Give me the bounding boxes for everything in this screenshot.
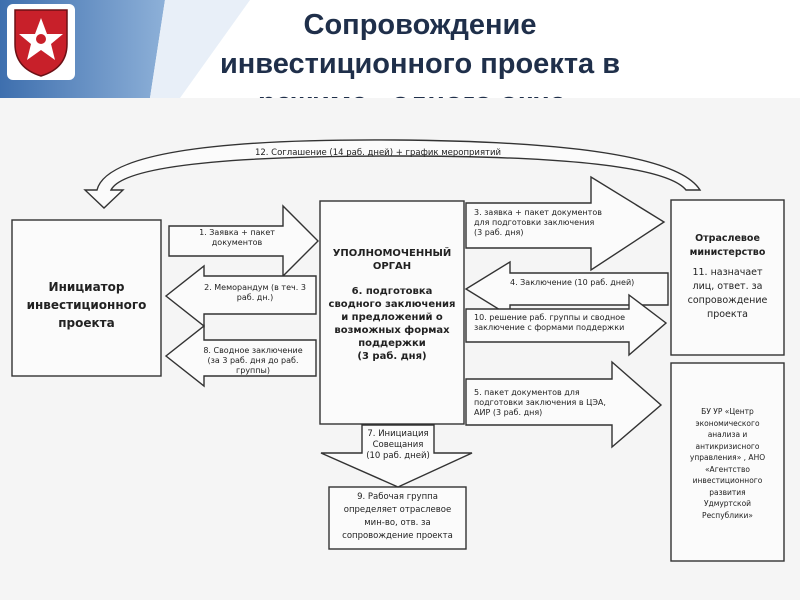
arrow-8-line-1: 8. Сводное заключение — [203, 346, 303, 355]
arrow-10-line-2: заключение с формами поддержки — [474, 323, 625, 332]
authorized-body-box — [319, 200, 465, 425]
agencies-line-5: управления» , АНО — [689, 453, 766, 462]
working-group-box — [328, 486, 467, 550]
arrow-7-line-1: 7. Инициация — [367, 429, 429, 439]
arrow-2-line-1: 2. Меморандум (в теч. 3 — [204, 283, 306, 292]
agencies-line-3: анализа и — [707, 430, 748, 439]
center-line-7: поддержки — [358, 338, 426, 349]
title-line-1: Сопровождение — [303, 9, 537, 41]
arrow-10-label: 10. решение раб. группы и сводное заключ… — [474, 313, 634, 333]
arrow-7-label: 7. Инициация Совещания (10 раб. дней) — [362, 429, 434, 462]
arrow-7-line-2: Совещания — [372, 440, 424, 450]
arrow-10 — [465, 293, 668, 357]
ministry-line-2: министерство — [689, 247, 766, 258]
agencies-line-4: антикризисного — [695, 441, 760, 451]
emblem-logo — [7, 4, 75, 80]
agencies-line-8: развития — [709, 487, 746, 497]
working-group-line-4: сопровождение проекта — [342, 531, 453, 541]
arrow-1-line-2: документов — [211, 238, 263, 247]
top-curved-arrow — [83, 139, 702, 209]
authorized-body-label: УПОЛНОМОЧЕННЫЙ ОРГАН 6. подготовка сводн… — [322, 247, 462, 363]
arrow-3-line-3: (3 раб. дня) — [474, 228, 524, 237]
arrow-10-line-1: 10. решение раб. группы и сводное — [474, 313, 626, 322]
arrow-3 — [465, 175, 666, 272]
arrow-7 — [320, 424, 473, 488]
arrow-8-line-2: (за 3 раб. дня до раб. — [207, 356, 299, 365]
agencies-line-7: инвестиционного — [692, 476, 763, 485]
arrow-3-line-1: 3. заявка + пакет документов — [474, 208, 602, 217]
arrow-2 — [164, 264, 317, 328]
agencies-box — [670, 362, 785, 562]
arrow-2-line-2: раб. дн.) — [236, 293, 274, 302]
initiator-label: Инициатор инвестиционного проекта — [14, 278, 159, 332]
arrow-4-line-1: 4. Заключение (10 раб. дней) — [510, 278, 635, 287]
arrow-7-line-3: (10 раб. дней) — [366, 451, 430, 461]
agencies-line-1: БУ УР «Центр — [701, 407, 754, 416]
ministry-label: Отраслевое министерство 11. назначает ли… — [673, 232, 782, 322]
ministry-line-1: Отраслевое — [695, 233, 760, 244]
working-group-line-2: определяет отраслевое — [343, 505, 452, 515]
arrow-5-line-2: подготовки заключения в ЦЭА, — [474, 398, 606, 407]
arrow-8-line-3: группы) — [236, 366, 270, 375]
agencies-line-2: экономического — [695, 418, 760, 428]
arrow-3-line-2: для подготовки заключения — [474, 218, 595, 227]
arrow-5 — [465, 360, 663, 449]
arrow-8 — [164, 324, 317, 388]
center-line-3: 6. подготовка — [351, 286, 433, 297]
arrow-1 — [168, 204, 319, 278]
arrow-2-label: 2. Меморандум (в теч. 3 раб. дн.) — [190, 283, 320, 303]
arrow-4-label: 4. Заключение (10 раб. дней) — [510, 278, 660, 288]
working-group-line-3: мин-во, отв. за — [364, 518, 431, 528]
agencies-line-10: Республики» — [702, 510, 753, 520]
center-line-1: УПОЛНОМОЧЕННЫЙ — [332, 248, 452, 259]
arrow-5-line-3: АИР (3 раб. дня) — [474, 408, 543, 417]
center-line-6: возможных формах — [334, 325, 450, 336]
arrow-5-line-1: 5. пакет документов для — [474, 388, 580, 397]
center-line-5: и предложений о — [341, 312, 443, 323]
arrow-5-label: 5. пакет документов для подготовки заклю… — [474, 388, 614, 418]
initiator-line-2: инвестиционного — [26, 298, 147, 312]
top-arrow-label: 12. Соглашение (14 раб. дней) + график м… — [254, 148, 502, 158]
center-line-8: (3 раб. дня) — [357, 351, 427, 362]
ministry-line-4: лиц, ответ. за — [692, 281, 763, 292]
agencies-line-6: «Агентство — [704, 464, 751, 474]
agencies-line-9: Удмуртской — [703, 499, 752, 508]
arrow-1-label: 1. Заявка + пакет документов — [182, 228, 292, 248]
center-line-2: ОРГАН — [372, 261, 412, 272]
working-group-line-1: 9. Рабочая группа — [357, 492, 438, 502]
ministry-line-6: проекта — [707, 309, 748, 320]
arrow-1-line-1: 1. Заявка + пакет — [199, 228, 275, 237]
working-group-label: 9. Рабочая группа определяет отраслевое … — [331, 491, 464, 543]
initiator-box — [11, 219, 162, 377]
initiator-line-3: проекта — [58, 316, 115, 330]
center-line-4: сводного заключения — [328, 299, 456, 310]
ministry-line-3: 11. назначает — [692, 267, 763, 278]
title-line-2: инвестиционного проекта в — [219, 48, 621, 80]
initiator-line-1: Инициатор — [48, 280, 125, 294]
ministry-line-5: сопровождение — [687, 295, 768, 306]
arrow-8-label: 8. Сводное заключение (за 3 раб. дня до … — [190, 346, 316, 376]
arrow-3-label: 3. заявка + пакет документов для подгото… — [474, 208, 614, 238]
ministry-box — [670, 199, 785, 356]
agencies-label: БУ УР «Центр экономического анализа и ан… — [673, 406, 782, 521]
